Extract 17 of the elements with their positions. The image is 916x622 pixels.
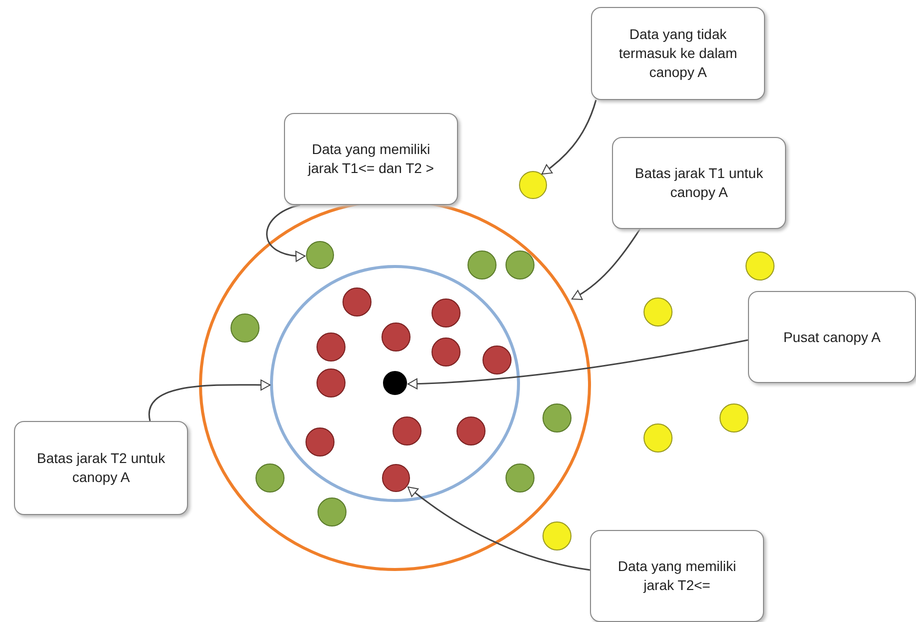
callout-box: Data yang tidak termasuk ke dalam canopy A — [591, 7, 765, 100]
callout-box: Batas jarak T2 untuk canopy A — [14, 421, 188, 515]
data-point — [382, 464, 410, 492]
arrow — [408, 486, 590, 571]
callout-box: Data yang memiliki jarak T1<= dan T2 > — [284, 113, 458, 205]
callout-box: Data yang memiliki jarak T2<= — [590, 530, 764, 622]
arrow — [148, 379, 270, 422]
callout-box: Batas jarak T1 untuk canopy A — [612, 137, 786, 229]
boundary-circle — [270, 265, 520, 502]
arrow — [408, 339, 748, 390]
callout-box: Pusat canopy A — [748, 291, 916, 383]
data-point — [519, 171, 547, 199]
data-point — [306, 241, 334, 269]
arrow — [542, 100, 597, 175]
center-point — [383, 371, 407, 395]
arrow — [572, 228, 641, 300]
arrow — [266, 204, 306, 262]
